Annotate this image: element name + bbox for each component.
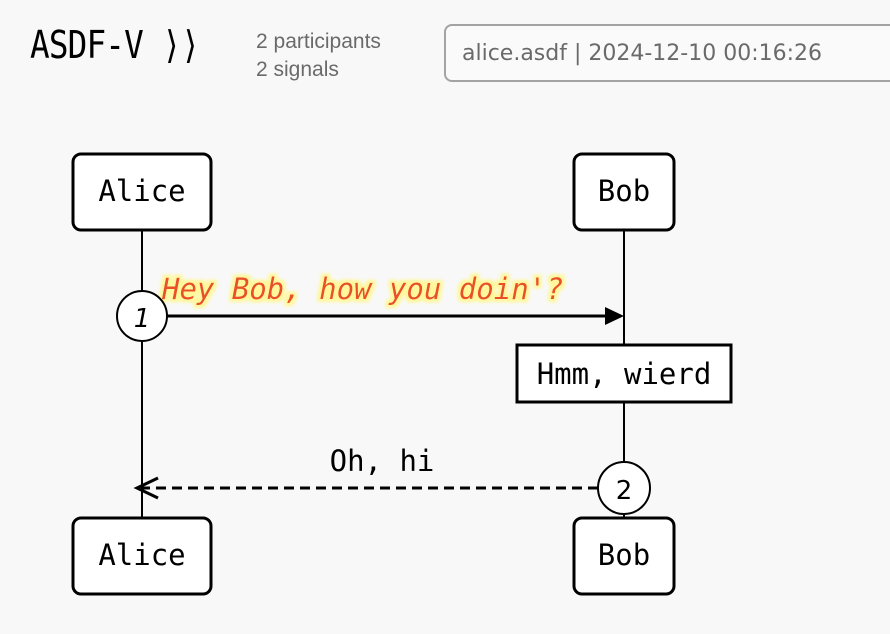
file-info-text: alice.asdf | 2024-12-10 00:16:26 <box>462 40 823 66</box>
message-label: Hey Bob, how you doin'? <box>161 272 564 306</box>
note-label: Hmm, wierd <box>537 357 712 391</box>
message-index: 2 <box>616 476 633 506</box>
file-info-box: alice.asdf | 2024-12-10 00:16:26 <box>444 24 890 82</box>
participant-bob-top[interactable]: Bob <box>572 152 676 232</box>
participant-label: Alice <box>98 174 185 208</box>
participant-label: Alice <box>98 538 185 572</box>
arrowhead-open <box>133 476 159 500</box>
participant-alice-bottom[interactable]: Alice <box>71 516 213 596</box>
note-over-bob[interactable]: Hmm, wierd <box>515 343 733 404</box>
signals-count: 2 signals <box>256 58 339 81</box>
message-2[interactable]: Oh, hi <box>133 444 598 500</box>
participants-count: 2 participants <box>256 30 381 53</box>
participant-label: Bob <box>598 538 650 572</box>
app-title: ASDF-V ⟩⟩ <box>30 23 200 67</box>
message-1[interactable]: Hey Bob, how you doin'? <box>161 272 624 325</box>
participant-label: Bob <box>598 174 650 208</box>
message-label: Oh, hi <box>330 444 435 478</box>
diagram-stats: 2 participants 2 signals <box>256 28 381 84</box>
participant-alice-top[interactable]: Alice <box>71 152 213 232</box>
message-index: 1 <box>134 304 151 334</box>
message-index-badge: 2 <box>597 461 651 515</box>
participant-bob-bottom[interactable]: Bob <box>572 516 676 596</box>
arrowhead-filled <box>605 307 624 325</box>
message-index-badge: 1 <box>116 290 168 342</box>
